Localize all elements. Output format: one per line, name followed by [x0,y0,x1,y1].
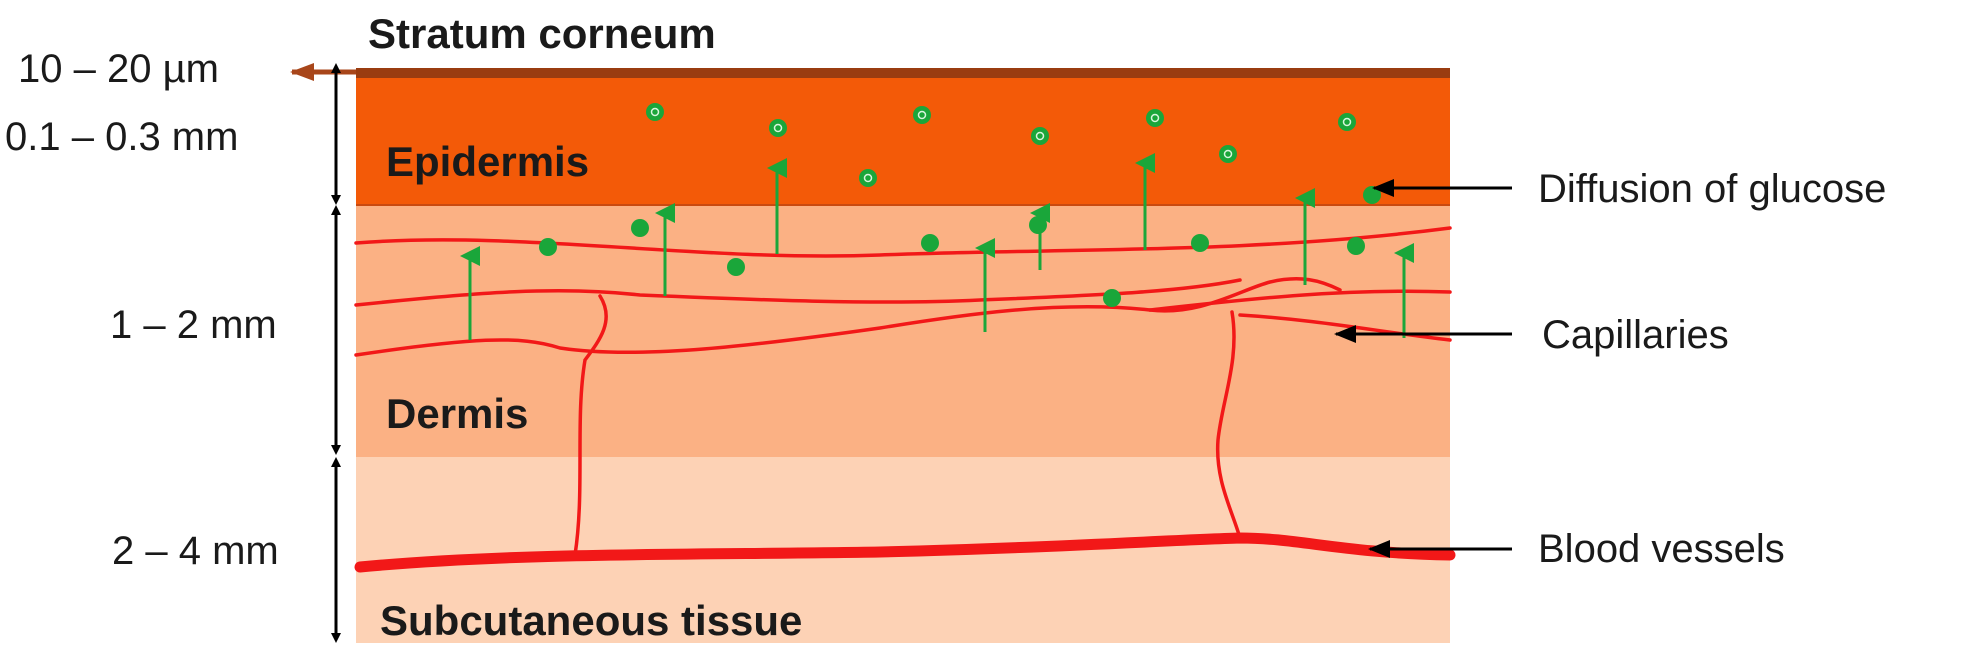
glucose-molecule-core [917,110,927,120]
glucose-molecule [1191,234,1209,252]
glucose-molecule [727,258,745,276]
capillary [1215,310,1242,540]
epidermis-layer [356,78,1450,205]
glucose-molecule [631,219,649,237]
glucose-molecules [539,103,1381,307]
stratum-corneum-thickness: 10 – 20 µm [18,47,219,91]
capillary [573,294,608,557]
diffusion-arrows [460,153,1414,340]
glucose-molecule [859,169,877,187]
glucose-molecule [1103,289,1121,307]
glucose-molecule [646,103,664,121]
glucose-molecule [1347,237,1365,255]
dermis-thickness: 1 – 2 mm [110,303,277,347]
glucose-molecule [1219,145,1237,163]
capillary [354,276,1342,357]
glucose-molecule [921,234,939,252]
glucose-molecule-core [1342,117,1352,127]
stratum-corneum-layer [356,68,1450,78]
diffusion-callout-label: Diffusion of glucose [1538,167,1886,211]
glucose-molecule [539,238,557,256]
glucose-molecule [1029,216,1047,234]
glucose-molecule [1146,109,1164,127]
glucose-molecule-core [1035,131,1045,141]
capillaries-callout-label: Capillaries [1542,313,1729,357]
glucose-molecule [1338,113,1356,131]
glucose-molecule [913,106,931,124]
dermis-title: Dermis [386,390,528,437]
stratum-corneum-title: Stratum corneum [368,10,716,57]
subcutaneous-title: Subcutaneous tissue [380,597,802,644]
blood-vessel [354,532,1456,573]
subcutaneous-thickness: 2 – 4 mm [112,529,279,573]
blood-vessels-callout-label: Blood vessels [1538,527,1785,571]
glucose-molecule-core [1150,113,1160,123]
glucose-molecule [769,119,787,137]
glucose-molecule-core [773,123,783,133]
glucose-molecule-core [863,173,873,183]
epidermis-thickness: 0.1 – 0.3 mm [5,115,238,159]
glucose-molecule-core [1223,149,1233,159]
epidermis-title: Epidermis [386,138,589,185]
capillary [354,226,1452,258]
glucose-molecule-core [650,107,660,117]
glucose-molecule [1031,127,1049,145]
dermis-layer [356,205,1450,457]
capillary [1148,289,1452,312]
capillary [354,278,1242,307]
